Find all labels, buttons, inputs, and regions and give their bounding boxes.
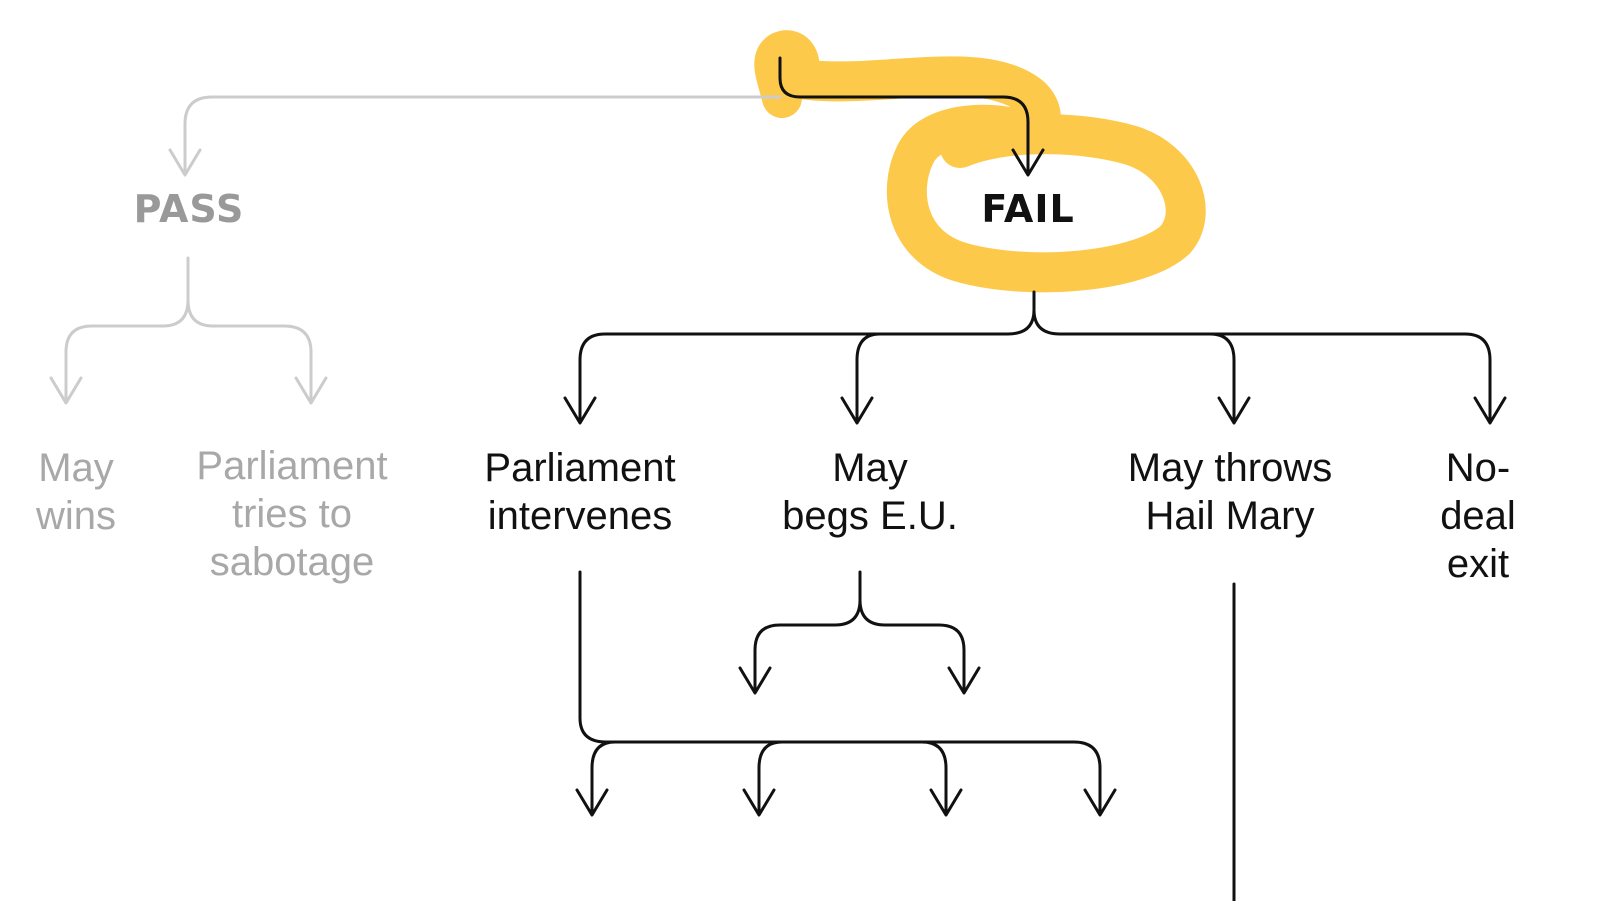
highlight-scribble <box>754 30 1206 293</box>
fail-label: FAIL <box>981 187 1075 231</box>
fail-connectors <box>563 56 1507 901</box>
no-deal-exit-label: No-deal exit <box>1440 446 1516 586</box>
may-begs-eu-label: May begs E.U. <box>782 446 958 538</box>
pass-label: PASS <box>133 187 245 231</box>
parliament-intervenes-label: Parliament intervenes <box>484 446 676 538</box>
pass-connectors <box>49 95 782 405</box>
may-hail-mary-label: May throws Hail Mary <box>1127 446 1333 538</box>
may-wins-label: May wins <box>35 446 117 538</box>
parliament-sabotage-label: Parliament tries to sabotage <box>196 444 388 584</box>
